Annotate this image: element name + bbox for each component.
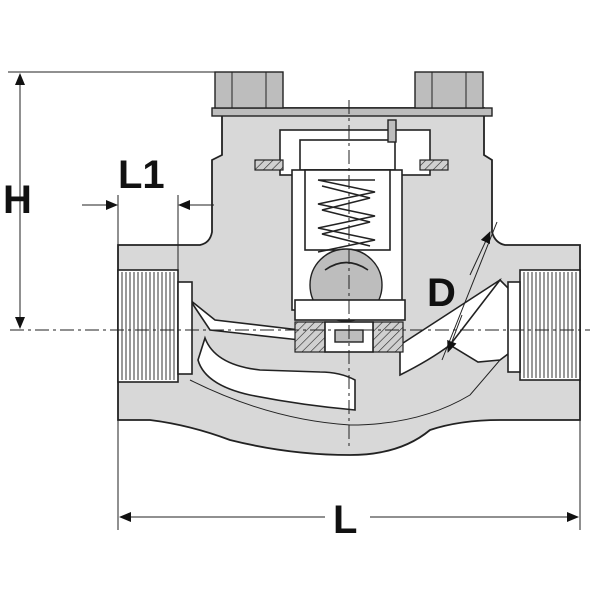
left-threaded-end bbox=[117, 269, 193, 383]
d-label: D bbox=[427, 271, 456, 315]
dimension-d: D bbox=[427, 221, 498, 361]
h-label: H bbox=[3, 178, 32, 222]
d-arrow-bottom bbox=[447, 314, 463, 353]
bonnet bbox=[211, 107, 493, 176]
l-label: L bbox=[333, 498, 357, 542]
right-threaded-end bbox=[507, 269, 581, 381]
dimension-h: H bbox=[3, 71, 218, 329]
centerlines bbox=[10, 100, 590, 450]
right-thread-lines bbox=[523, 272, 577, 378]
right-bolt bbox=[414, 71, 484, 109]
dimension-l1: L1 bbox=[82, 153, 214, 270]
left-bolt bbox=[214, 71, 284, 109]
spring bbox=[317, 179, 376, 253]
d-extension bbox=[441, 221, 498, 361]
valve-seat bbox=[294, 299, 406, 353]
d-arrow-top bbox=[469, 231, 491, 276]
dimension-l: L bbox=[117, 420, 581, 542]
l1-label: L1 bbox=[118, 153, 165, 197]
left-thread-lines bbox=[121, 272, 175, 380]
